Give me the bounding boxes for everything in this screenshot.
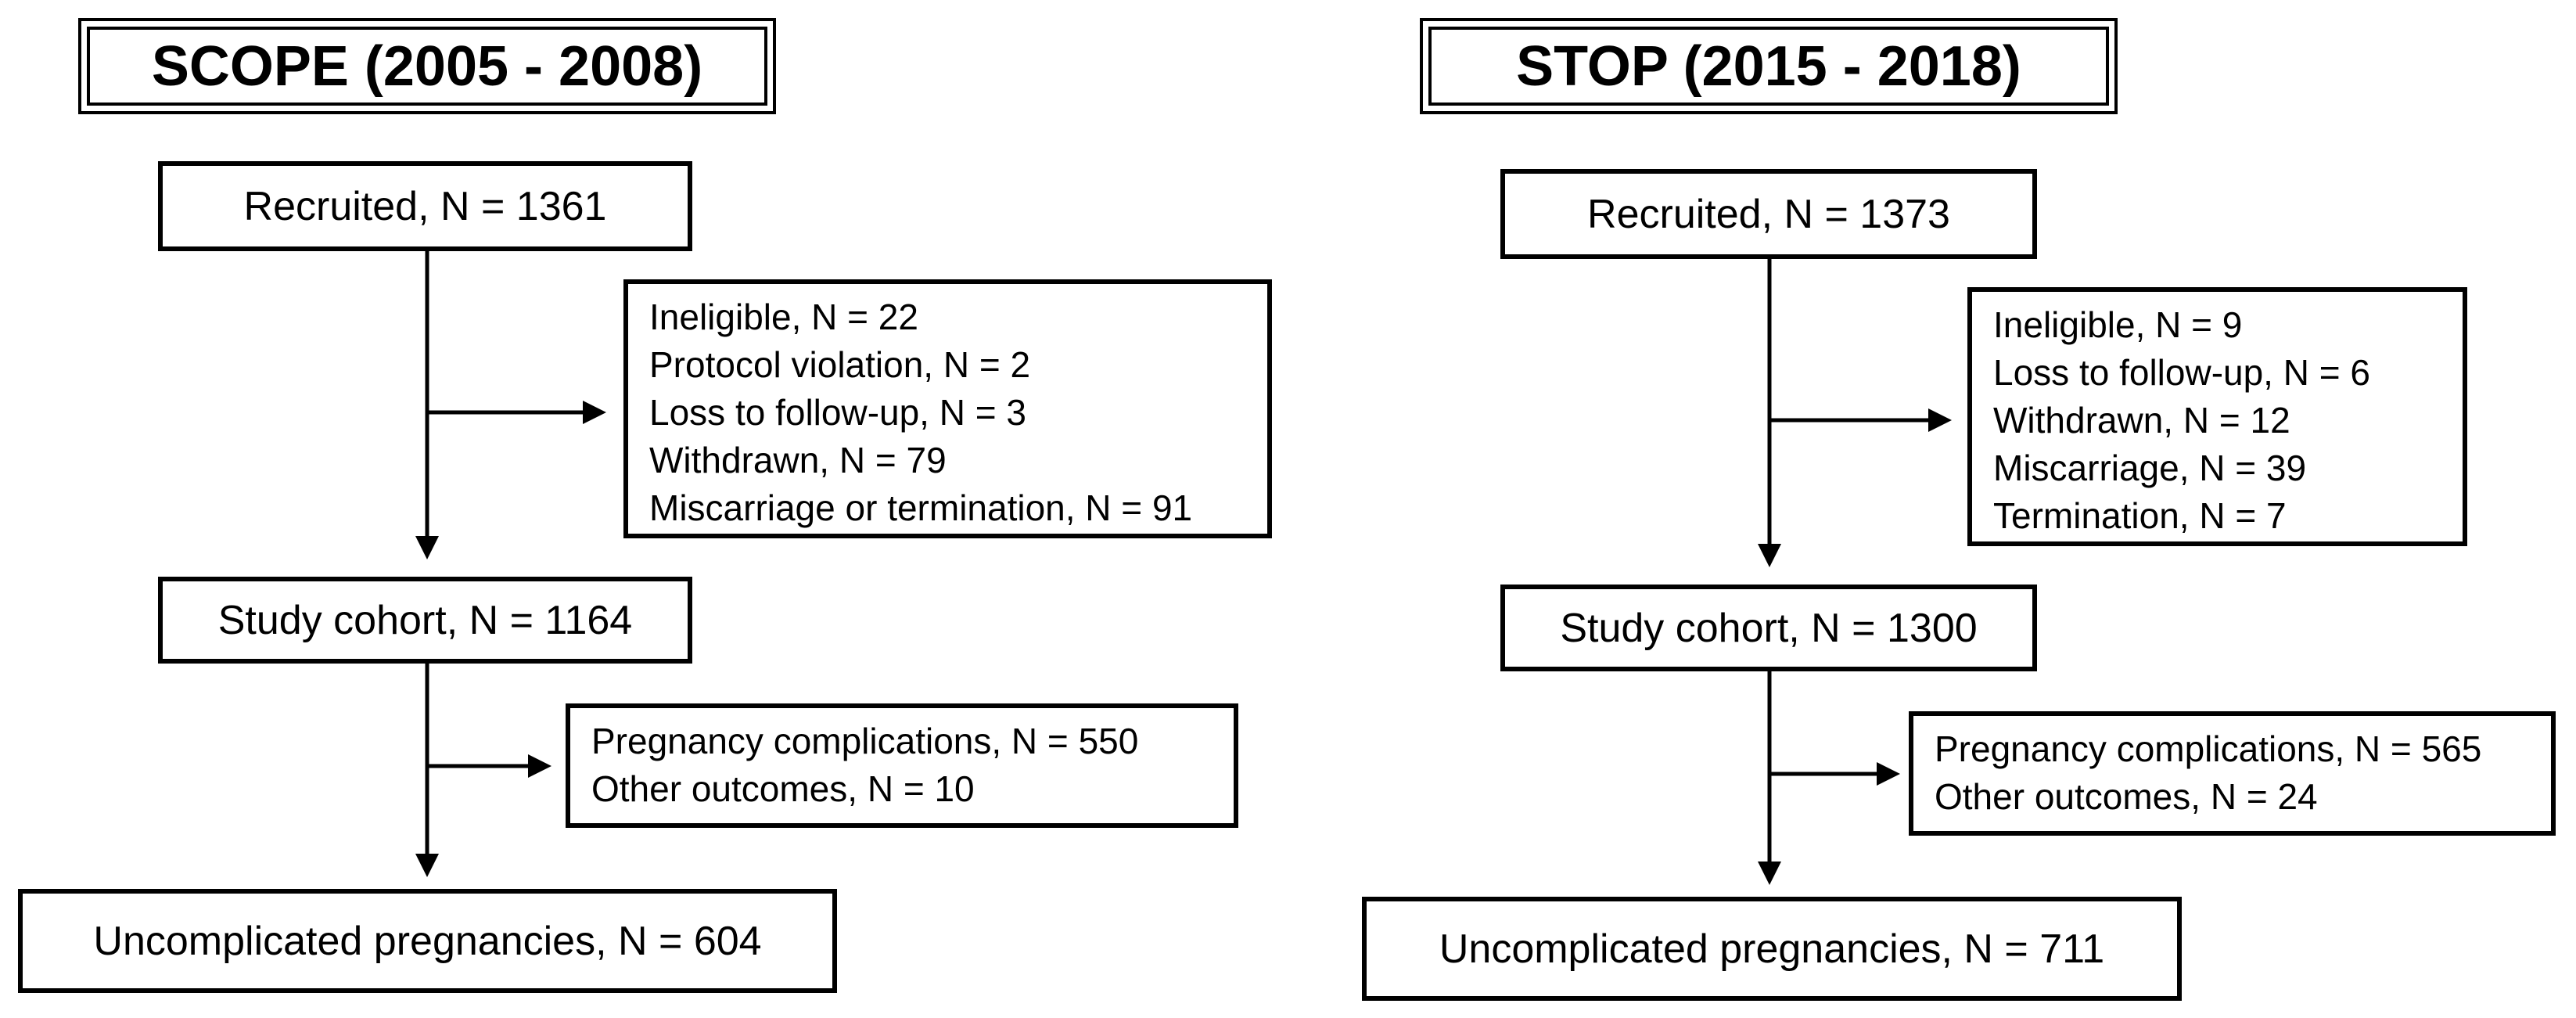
stop-recruited-label: Recruited, N = 1373 [1587,191,1950,237]
scope-title-box: SCOPE (2005 - 2008) [78,18,776,114]
scope-outcomes-box: Pregnancy complications, N = 550 Other o… [566,703,1238,828]
stop-outcome-item: Other outcomes, N = 24 [1935,776,2318,817]
scope-exclusion-item: Withdrawn, N = 79 [649,440,947,480]
scope-outcome-item: Pregnancy complications, N = 550 [591,721,1139,761]
scope-recruited-label: Recruited, N = 1361 [243,183,607,229]
stop-title: STOP (2015 - 2018) [1428,27,2109,106]
scope-exclusion-item: Loss to follow-up, N = 3 [649,392,1026,433]
stop-title-box: STOP (2015 - 2018) [1420,18,2118,114]
stop-uncomplicated-box: Uncomplicated pregnancies, N = 711 [1362,897,2182,1001]
stop-exclusion-item: Termination, N = 7 [1993,495,2287,536]
scope-cohort-label: Study cohort, N = 1164 [217,597,633,643]
scope-recruited-box: Recruited, N = 1361 [158,161,692,251]
stop-exclusion-item: Loss to follow-up, N = 6 [1993,352,2370,393]
stop-outcomes-box: Pregnancy complications, N = 565 Other o… [1909,711,2556,836]
stop-exclusion-item: Ineligible, N = 9 [1993,304,2243,345]
scope-uncomplicated-box: Uncomplicated pregnancies, N = 604 [18,889,837,993]
scope-cohort-box: Study cohort, N = 1164 [158,577,692,664]
stop-outcome-item: Pregnancy complications, N = 565 [1935,728,2482,769]
stop-exclusion-item: Withdrawn, N = 12 [1993,400,2290,441]
scope-title: SCOPE (2005 - 2008) [87,27,767,106]
scope-exclusions-box: Ineligible, N = 22 Protocol violation, N… [623,279,1272,538]
stop-cohort-label: Study cohort, N = 1300 [1560,605,1978,651]
scope-exclusion-item: Miscarriage or termination, N = 91 [649,487,1193,528]
scope-exclusion-item: Protocol violation, N = 2 [649,344,1031,385]
scope-outcome-item: Other outcomes, N = 10 [591,768,975,809]
scope-uncomplicated-label: Uncomplicated pregnancies, N = 604 [93,918,762,964]
stop-cohort-box: Study cohort, N = 1300 [1500,585,2037,671]
stop-exclusions-box: Ineligible, N = 9 Loss to follow-up, N =… [1967,287,2467,546]
stop-uncomplicated-label: Uncomplicated pregnancies, N = 711 [1439,926,2105,972]
stop-recruited-box: Recruited, N = 1373 [1500,169,2037,259]
stop-exclusion-item: Miscarriage, N = 39 [1993,448,2307,488]
scope-exclusion-item: Ineligible, N = 22 [649,297,918,337]
